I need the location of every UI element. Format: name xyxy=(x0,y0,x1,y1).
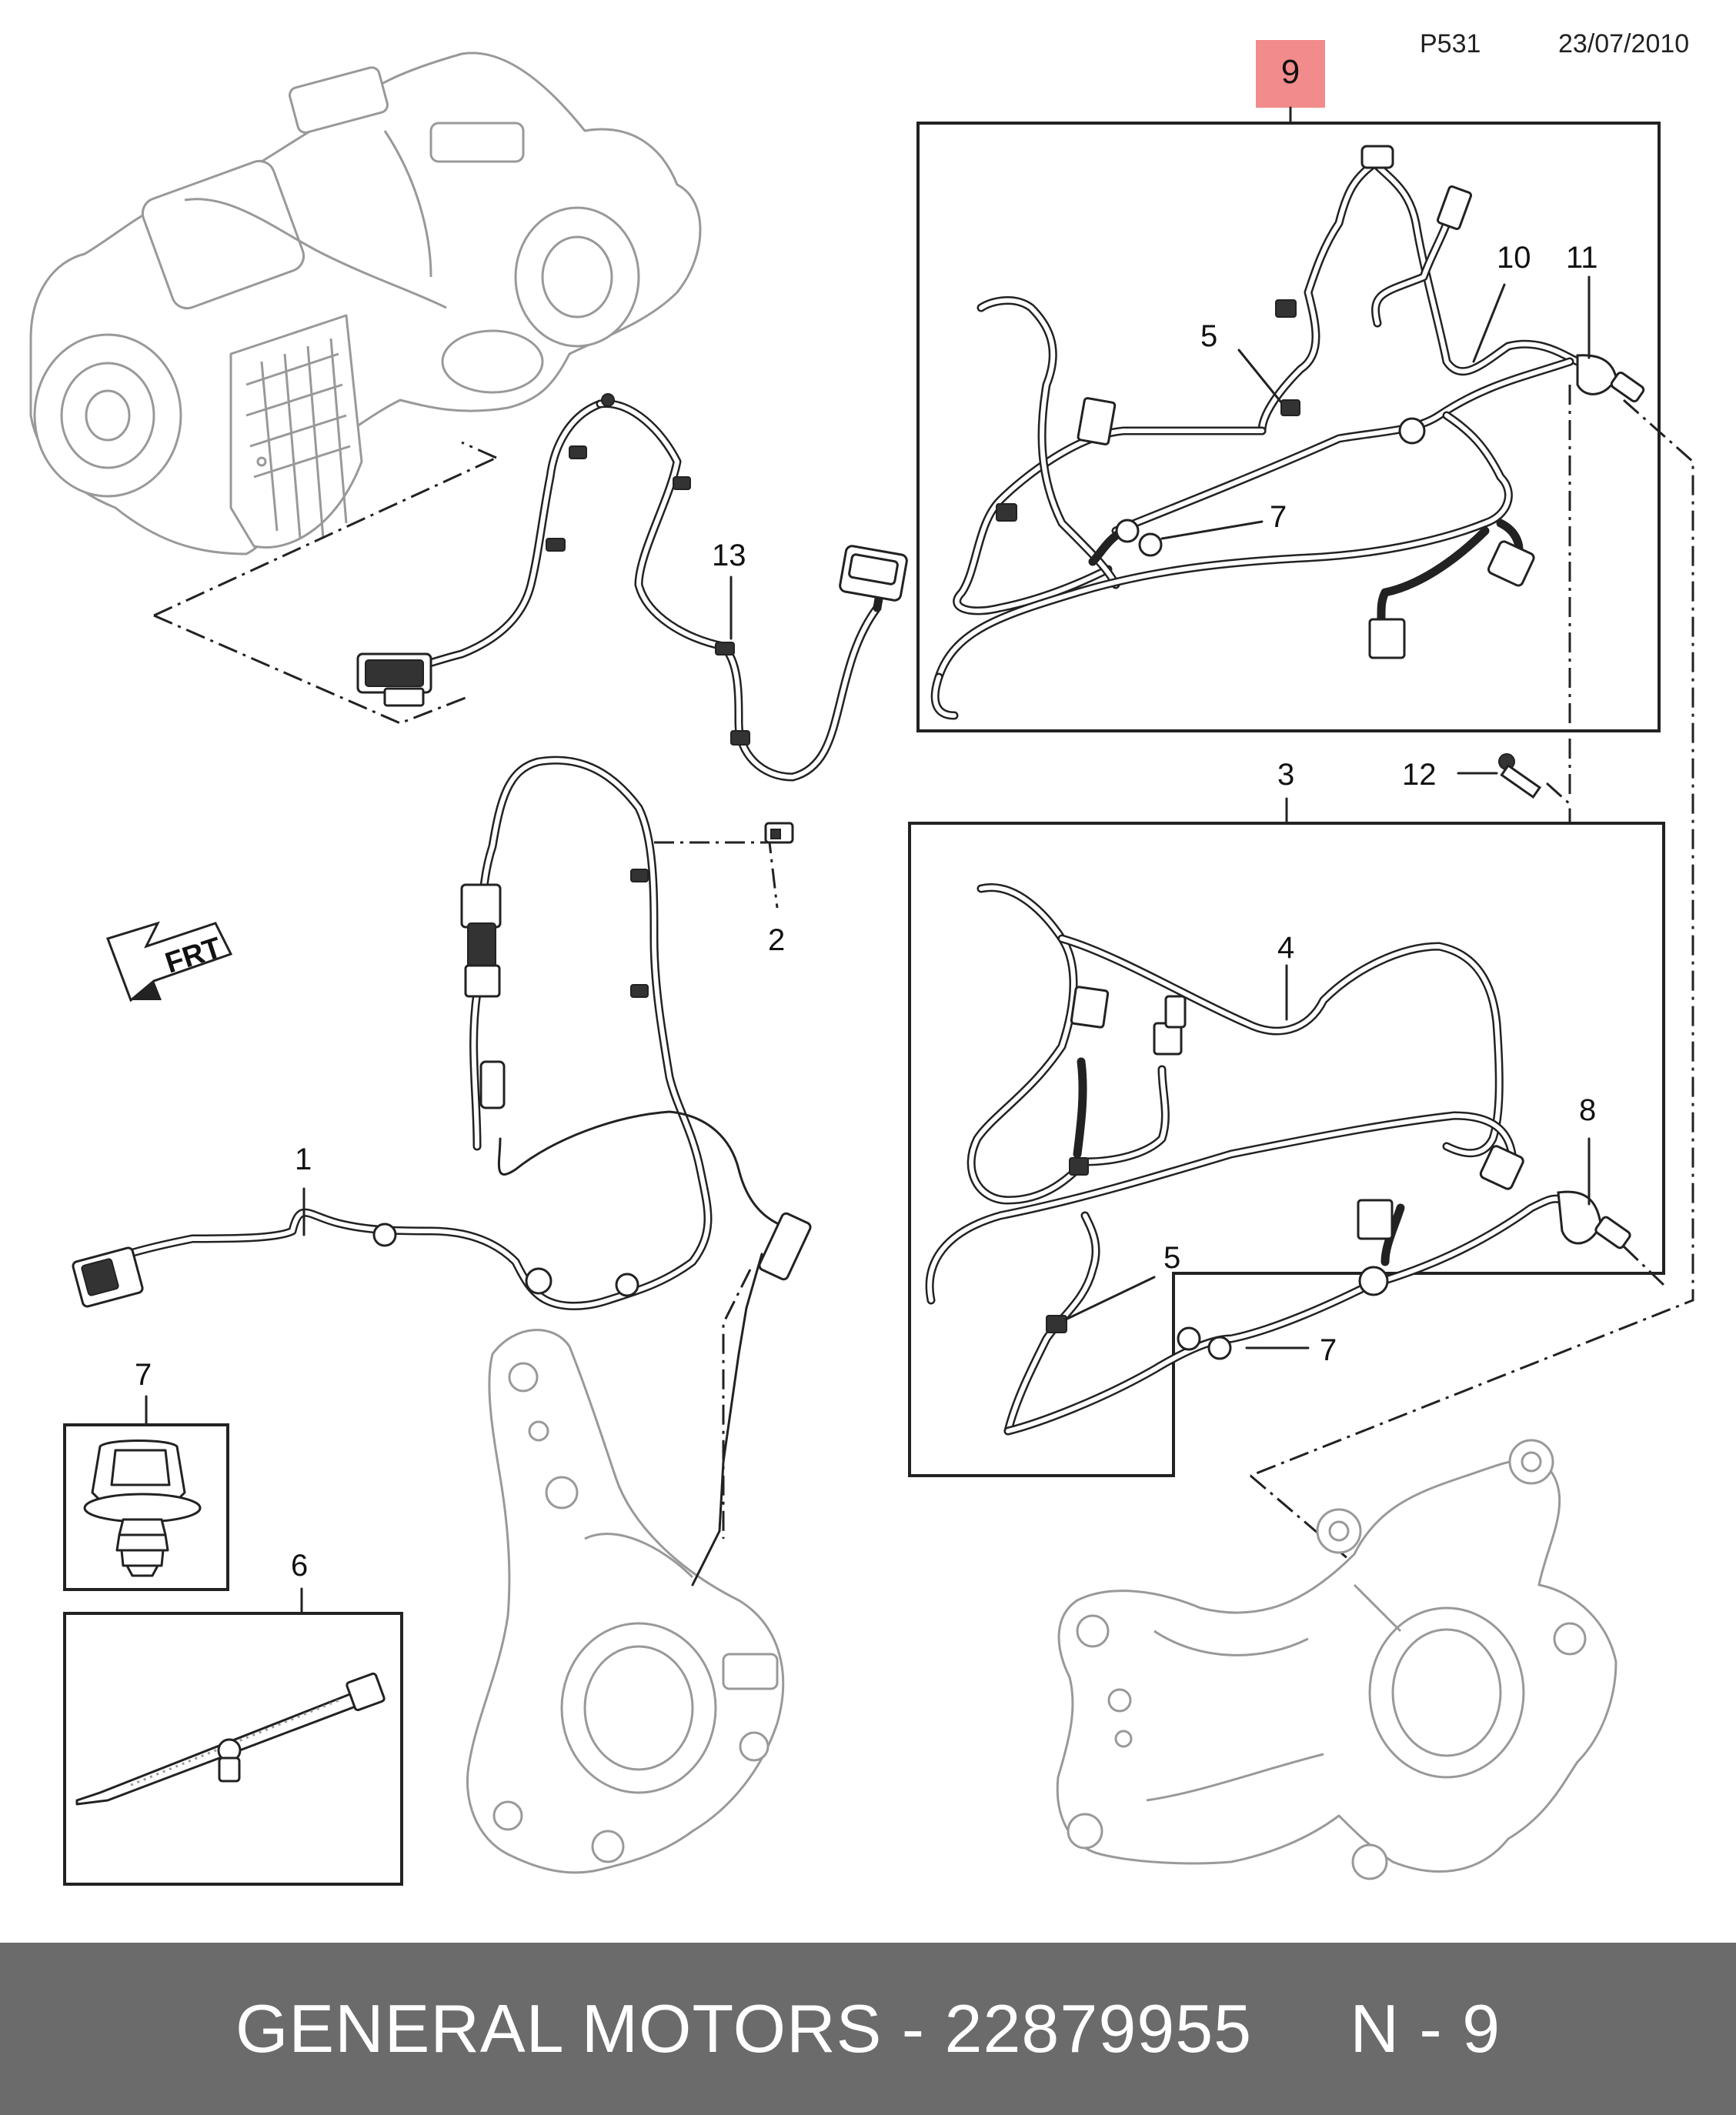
box9-connectors xyxy=(996,145,1645,659)
harness-4 xyxy=(925,883,1567,1436)
dash-12 xyxy=(1545,782,1571,823)
page-code: P531 xyxy=(1420,29,1481,58)
leader-5b xyxy=(1064,1276,1156,1321)
footer-text: GENERAL MOTORS - 22879955 N - 9 xyxy=(235,1990,1501,2067)
callout-4: 4 xyxy=(1277,931,1294,965)
dash-sensor-b xyxy=(1622,1245,1665,1286)
callout-7b: 7 xyxy=(1320,1333,1337,1367)
dash-sensor-a xyxy=(1250,399,1694,1477)
callout-10: 10 xyxy=(1497,241,1531,275)
push-clip-7 xyxy=(83,1439,202,1577)
footer-bar: GENERAL MOTORS - 22879955 N - 9 xyxy=(0,1943,1736,2115)
box-9 xyxy=(916,122,1661,732)
box-3 xyxy=(908,822,1665,1477)
leader-5a xyxy=(1237,349,1283,404)
dash-knuckle xyxy=(1250,1474,1370,1579)
callout-7a: 7 xyxy=(1270,500,1287,534)
frt-arrow: FRT xyxy=(106,921,233,1002)
highlight-label-box xyxy=(1256,40,1325,108)
diagram-date: 23/07/2010 xyxy=(1558,29,1689,58)
rear-knuckle xyxy=(1056,1439,1617,1880)
parts-diagram: P531 23/07/2010 9 xyxy=(29,29,1694,1886)
callout-11: 11 xyxy=(1566,241,1598,275)
callout-3: 3 xyxy=(1277,758,1294,792)
harness-13 xyxy=(356,393,908,782)
callout-6: 6 xyxy=(291,1549,308,1583)
dash-left-b xyxy=(153,441,497,617)
cable-tie-6 xyxy=(75,1672,386,1806)
front-knuckle xyxy=(466,1329,785,1874)
callout-13: 13 xyxy=(712,539,746,572)
harness-10 xyxy=(930,149,1582,720)
callout-8: 8 xyxy=(1579,1093,1596,1127)
callout-5a: 5 xyxy=(1200,319,1217,353)
sensor-lead xyxy=(691,1253,763,1586)
dash-left-a xyxy=(153,614,470,725)
clip-2 xyxy=(764,822,794,844)
callout-2: 2 xyxy=(768,923,785,957)
callout-12: 12 xyxy=(1402,758,1437,792)
dash-2 xyxy=(654,841,779,909)
box-6 xyxy=(63,1612,403,1886)
highlight-label: 9 xyxy=(1281,53,1300,91)
callout-5b: 5 xyxy=(1163,1241,1180,1275)
leader-7a xyxy=(1160,520,1264,540)
leader-10 xyxy=(1472,283,1506,363)
bolt-12 xyxy=(1498,753,1542,799)
callout-1: 1 xyxy=(295,1143,312,1176)
callout-7c: 7 xyxy=(135,1358,152,1392)
rear-drive-module xyxy=(29,52,702,555)
box-7 xyxy=(63,1423,229,1591)
harness-1 xyxy=(72,756,812,1310)
